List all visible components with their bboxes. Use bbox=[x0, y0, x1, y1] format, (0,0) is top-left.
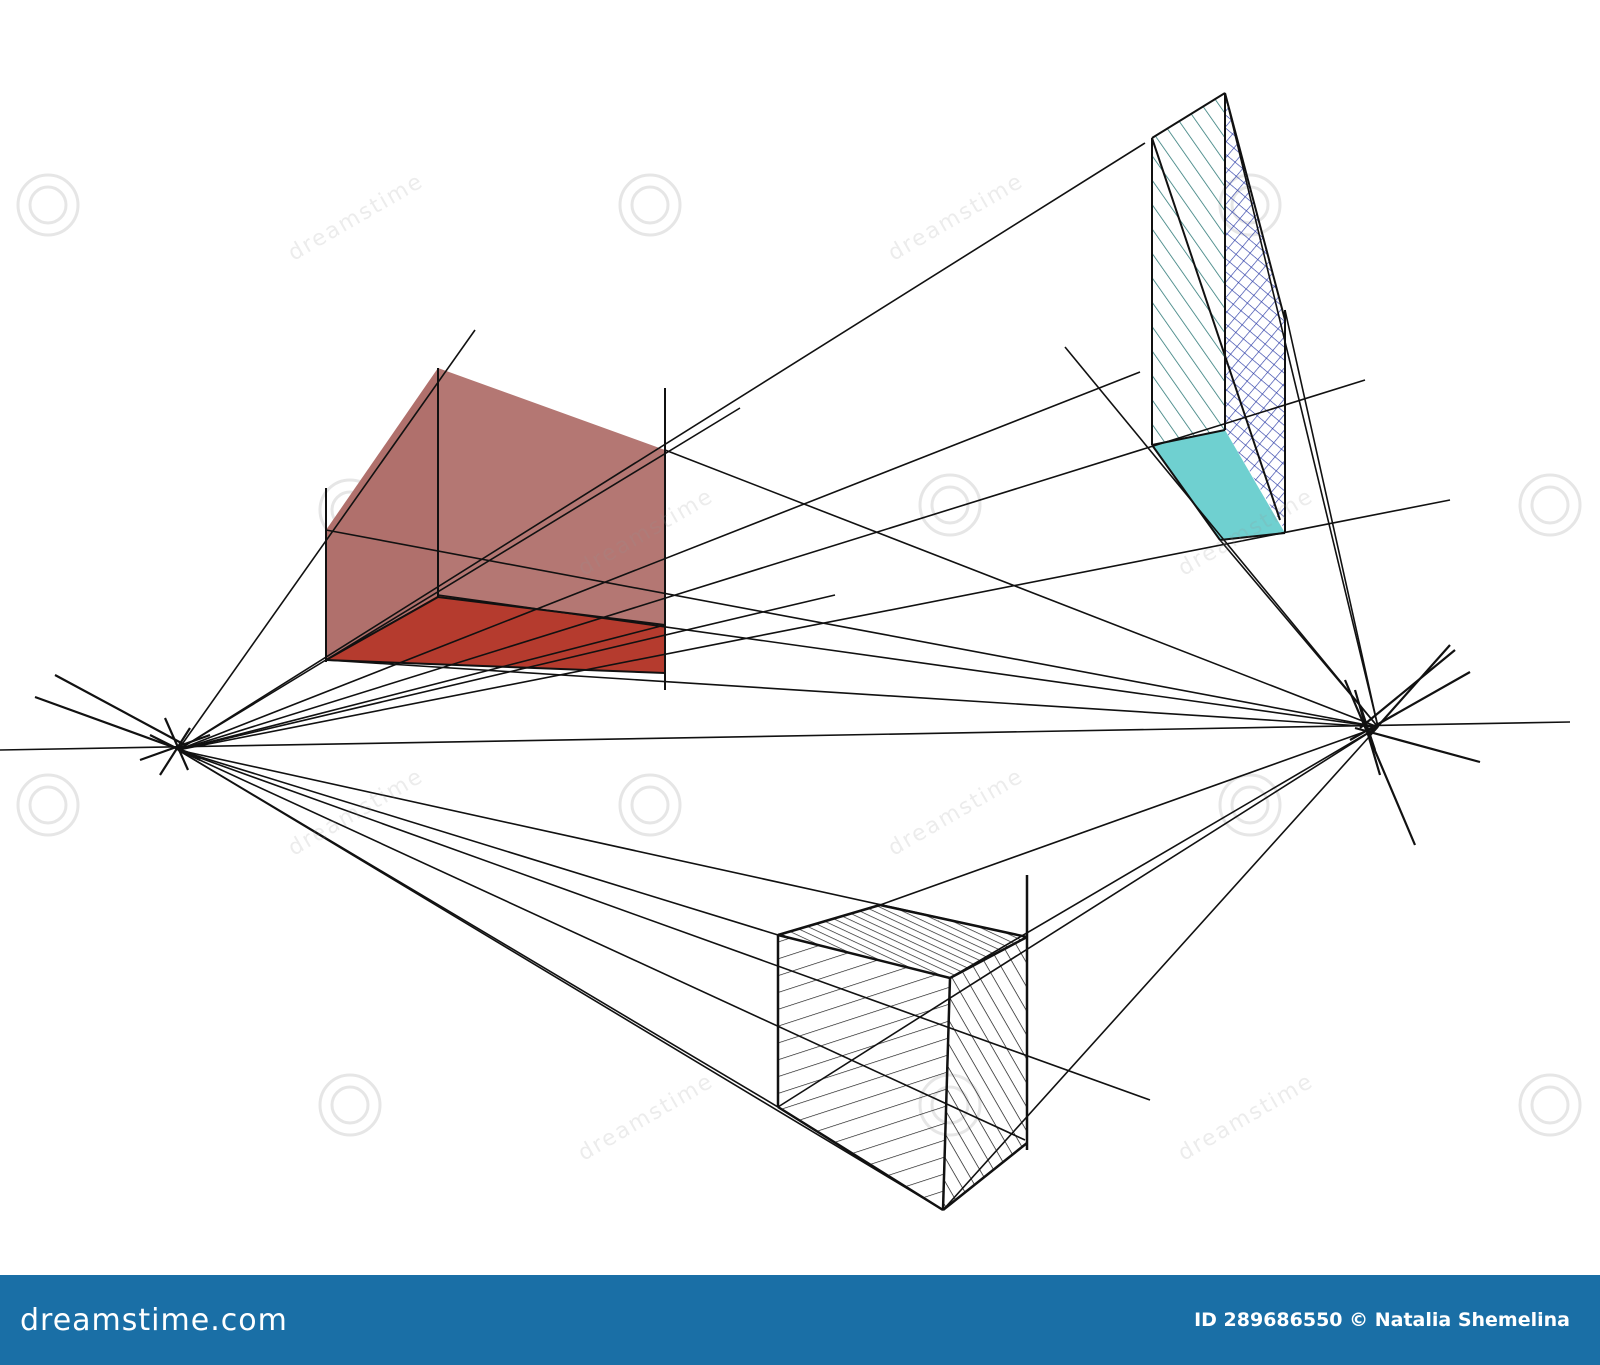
cube-top-face bbox=[778, 905, 1027, 978]
red-box bbox=[325, 368, 666, 690]
two-point-perspective-drawing bbox=[0, 92, 1582, 1212]
cube-left-face bbox=[778, 935, 950, 1210]
image-credit: ID 289686550 © Natalia Shemelina bbox=[1194, 1309, 1570, 1331]
teal-hatched-face bbox=[1152, 93, 1225, 445]
hatched-cube bbox=[776, 875, 1029, 1212]
teal-prism bbox=[1151, 92, 1286, 541]
left-vanishing-point bbox=[34, 674, 211, 776]
perspective-lines bbox=[0, 92, 1571, 1211]
blue-crosshatched-face bbox=[1225, 93, 1285, 530]
right-vanishing-point bbox=[1343, 644, 1481, 846]
watermark-swirls bbox=[16, 173, 1582, 1137]
site-logo[interactable]: dreamstime.com bbox=[20, 1302, 288, 1338]
teal-bottom-face bbox=[1152, 430, 1285, 540]
footer-bar: dreamstime.com ID 289686550 © Natalia Sh… bbox=[0, 1275, 1600, 1365]
cube-right-face bbox=[943, 937, 1027, 1210]
